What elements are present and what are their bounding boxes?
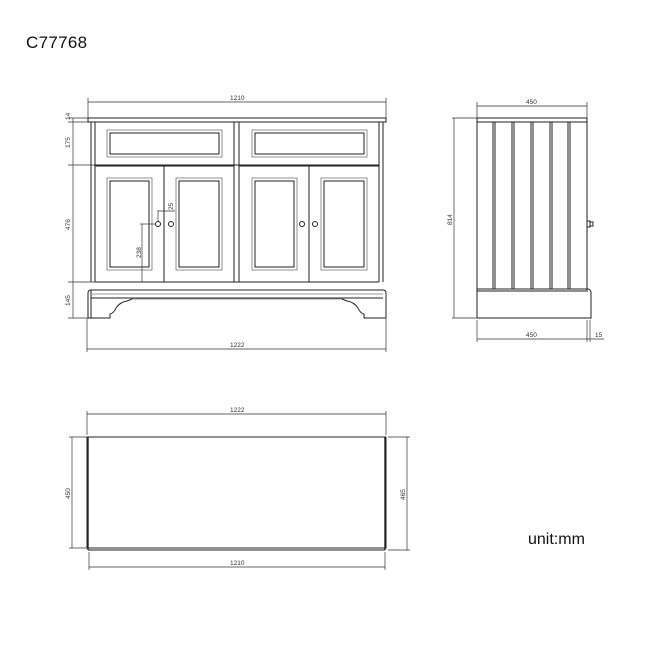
dim-side-bottom-depth: 450 bbox=[526, 332, 537, 339]
model-code: C77768 bbox=[26, 33, 88, 52]
dim-top-width: 1210 bbox=[230, 95, 245, 102]
dim-drawer-height: 175 bbox=[65, 137, 72, 148]
top-outline bbox=[86, 436, 387, 549]
door-4 bbox=[320, 177, 368, 271]
dim-door-height: 476 bbox=[65, 219, 72, 230]
dim-handle-offset: 25 bbox=[168, 202, 175, 210]
top-view: 1222 1210 450 465 bbox=[65, 407, 410, 570]
dim-top-view-left-depth: 450 bbox=[65, 488, 72, 499]
side-view: 450 814 450 15 bbox=[447, 99, 604, 342]
dim-overhang: 15 bbox=[595, 332, 603, 339]
door-3 bbox=[251, 177, 298, 271]
unit-label: unit:mm bbox=[528, 531, 585, 548]
knob-icon bbox=[312, 221, 318, 227]
worktop bbox=[87, 117, 387, 123]
dim-side-top-depth: 450 bbox=[526, 99, 537, 106]
dim-plinth-height: 145 bbox=[65, 295, 72, 306]
plinth bbox=[87, 289, 387, 318]
drawer-right bbox=[251, 129, 368, 158]
dim-bottom-width: 1222 bbox=[230, 342, 245, 349]
dim-total-height: 814 bbox=[447, 214, 454, 225]
drawer-left bbox=[106, 129, 223, 158]
dim-top-view-right-depth: 465 bbox=[400, 489, 407, 500]
front-view: 1210 1222 14 175 476 145 25 238 bbox=[65, 95, 387, 352]
side-knob-icon bbox=[587, 220, 594, 228]
dim-top-thickness: 14 bbox=[65, 112, 72, 120]
dim-handle-height: 238 bbox=[136, 247, 143, 258]
knob-icon bbox=[168, 221, 174, 227]
door-2 bbox=[175, 177, 223, 271]
dim-top-view-width-top: 1222 bbox=[230, 407, 245, 414]
side-worktop bbox=[476, 117, 588, 123]
knob-icon bbox=[299, 221, 305, 227]
dim-top-view-width-bottom: 1210 bbox=[230, 560, 245, 567]
knob-icon bbox=[155, 221, 161, 227]
